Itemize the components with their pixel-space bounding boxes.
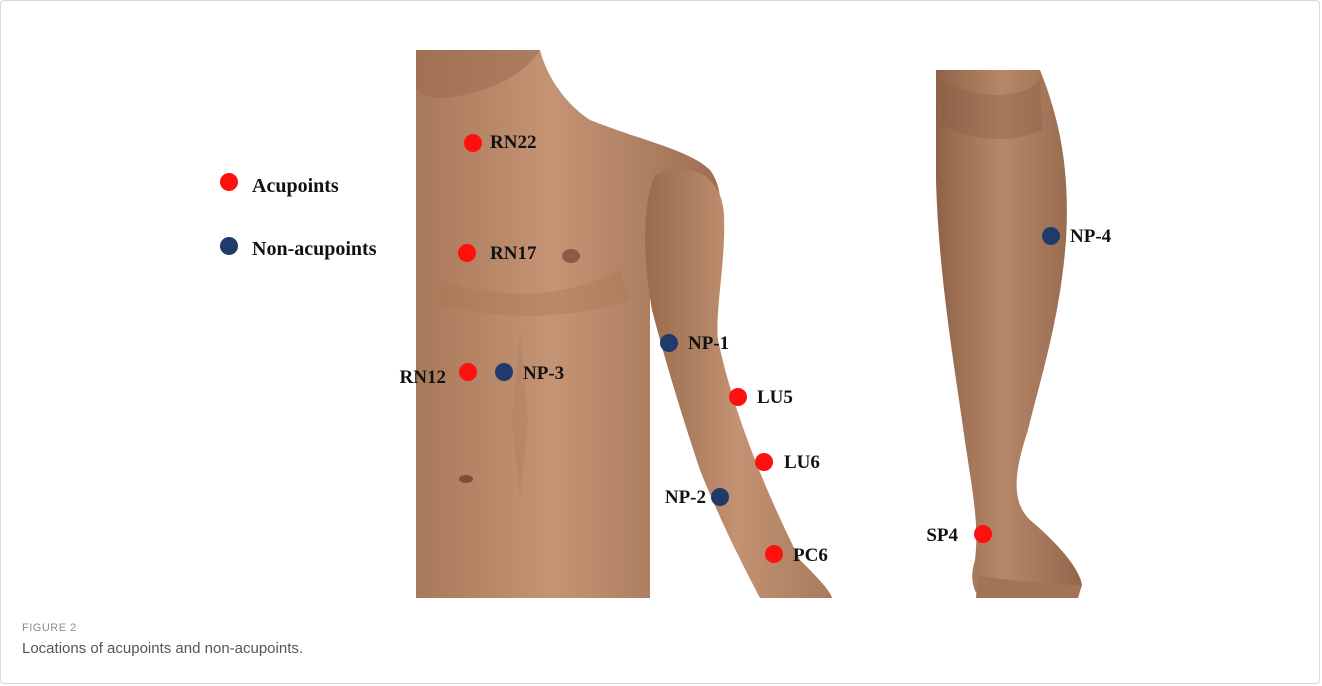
marker-rn12 bbox=[459, 363, 477, 381]
marker-lu5 bbox=[729, 388, 747, 406]
leg-shape bbox=[936, 70, 1082, 598]
label-lu6: LU6 bbox=[784, 453, 820, 473]
arm-shape bbox=[645, 169, 832, 598]
figure-number: FIGURE 2 bbox=[22, 622, 77, 634]
legend-acupoint-dot bbox=[220, 173, 238, 191]
marker-lu6 bbox=[755, 453, 773, 471]
label-np2: NP-2 bbox=[630, 488, 706, 508]
marker-rn22 bbox=[464, 134, 482, 152]
label-rn17: RN17 bbox=[490, 244, 536, 264]
legend-acupoints-label: Acupoints bbox=[252, 175, 339, 197]
label-rn22: RN22 bbox=[490, 133, 536, 153]
label-pc6: PC6 bbox=[793, 546, 828, 566]
marker-pc6 bbox=[765, 545, 783, 563]
marker-np1 bbox=[660, 334, 678, 352]
marker-rn17 bbox=[458, 244, 476, 262]
label-rn12: RN12 bbox=[372, 368, 446, 388]
marker-np3 bbox=[495, 363, 513, 381]
label-lu5: LU5 bbox=[757, 388, 793, 408]
label-np1: NP-1 bbox=[688, 334, 729, 354]
label-np3: NP-3 bbox=[523, 364, 564, 384]
label-np4: NP-4 bbox=[1070, 227, 1111, 247]
legend-non-acupoints-label: Non-acupoints bbox=[252, 238, 376, 260]
marker-sp4 bbox=[974, 525, 992, 543]
marker-np4 bbox=[1042, 227, 1060, 245]
figure-caption: Locations of acupoints and non-acupoints… bbox=[22, 640, 303, 657]
label-sp4: SP4 bbox=[900, 526, 958, 546]
legend-non-acupoint-dot bbox=[220, 237, 238, 255]
marker-np2 bbox=[711, 488, 729, 506]
